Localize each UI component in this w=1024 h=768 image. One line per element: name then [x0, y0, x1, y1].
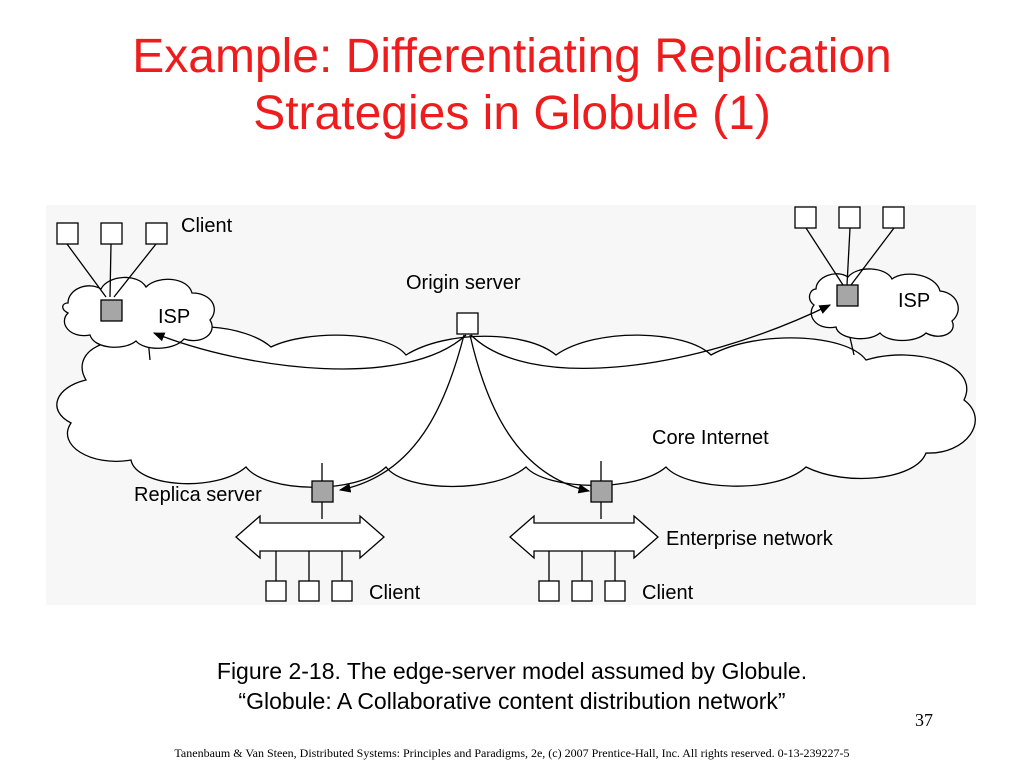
title-line-1: Example: Differentiating Replication	[132, 30, 892, 83]
client-box	[331, 580, 353, 602]
replica-lan-bus	[235, 514, 385, 560]
origin-server-label: Origin server	[406, 272, 521, 294]
client-label-bottom-right: Client	[642, 582, 694, 604]
page-number: 37	[915, 710, 933, 730]
replication-arrows	[152, 304, 832, 494]
enterprise-network-label: Enterprise network	[666, 528, 834, 550]
replica-server-box	[311, 480, 334, 503]
figure-caption: Figure 2-18. The edge-server model assum…	[0, 656, 1024, 716]
top-right-client-links	[805, 227, 895, 286]
diagram-canvas: Client ISP ISP Origin server Core Intern…	[46, 205, 976, 605]
client-box	[882, 206, 905, 229]
top-left-client-links	[66, 243, 157, 298]
title-line-2: Strategies in Globule (1)	[253, 87, 771, 140]
arrow-to-replica-server	[338, 334, 465, 493]
enterprise-lan-bus	[509, 514, 659, 560]
copyright-footer: Tanenbaum & Van Steen, Distributed Syste…	[174, 746, 850, 760]
enterprise-server-box	[590, 480, 613, 503]
arrow-to-right-isp	[470, 304, 832, 370]
isp-label-right: ISP	[898, 290, 930, 312]
client-box	[538, 580, 560, 602]
arrow-to-left-isp	[152, 332, 467, 370]
isp-server-right	[836, 284, 859, 307]
arrow-to-enterprise-server	[469, 334, 591, 494]
client-box	[838, 206, 861, 229]
client-box	[145, 222, 168, 245]
caption-line-2: “Globule: A Collaborative content distri…	[238, 688, 786, 714]
edge-server-diagram: Client ISP ISP Origin server Core Intern…	[46, 205, 976, 605]
caption-line-1: Figure 2-18. The edge-server model assum…	[216, 658, 808, 684]
client-label-top-left: Client	[181, 215, 233, 237]
core-internet-cloud	[56, 326, 976, 488]
slide-title: Example: Differentiating Replication Str…	[0, 28, 1024, 142]
isp-label-left: ISP	[158, 306, 190, 328]
isp-cloud-left	[62, 276, 215, 349]
core-internet-label: Core Internet	[652, 427, 769, 449]
origin-server-box	[456, 312, 479, 335]
client-box	[571, 580, 593, 602]
client-box	[604, 580, 626, 602]
isp-server-left	[100, 299, 123, 322]
client-box	[100, 222, 123, 245]
replica-server-label: Replica server	[134, 484, 262, 506]
client-box	[56, 222, 79, 245]
replica-client-links	[275, 551, 343, 581]
client-box	[265, 580, 287, 602]
client-label-bottom-left: Client	[369, 582, 421, 604]
client-box	[794, 206, 817, 229]
enterprise-client-links	[548, 551, 616, 581]
client-box	[298, 580, 320, 602]
